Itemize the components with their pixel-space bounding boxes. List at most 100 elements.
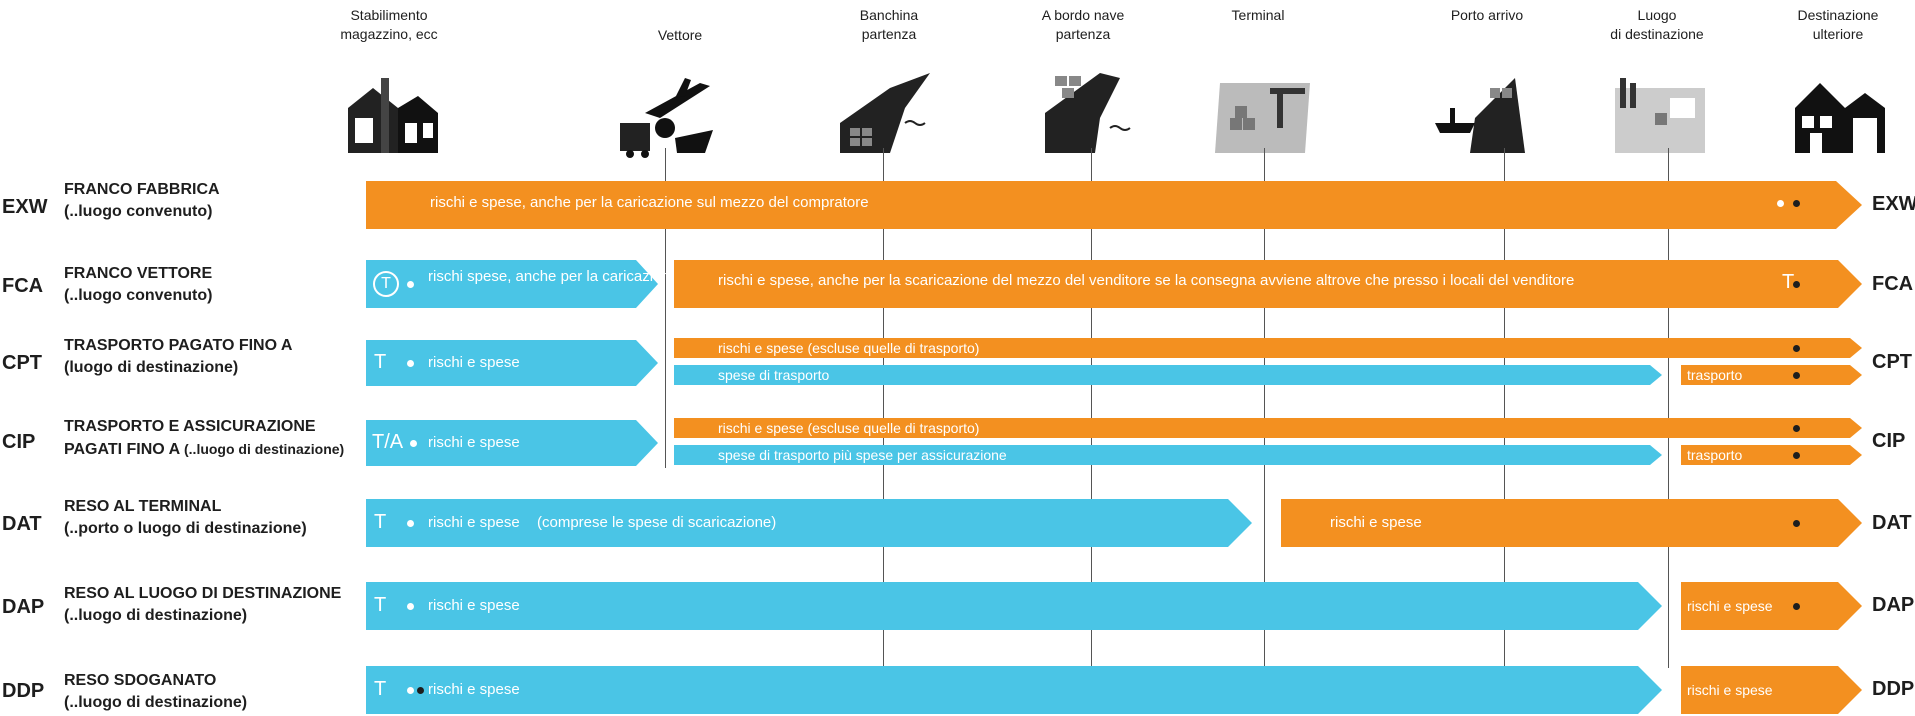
risk-dot xyxy=(1793,452,1800,459)
bar-text: rischi e spese xyxy=(428,354,520,371)
bar-text: rischi e spese xyxy=(428,597,520,614)
bar-text: rischi e spese xyxy=(1330,514,1422,531)
carrier-icon xyxy=(620,78,713,158)
column-header-factory: Stabilimento magazzino, ecc xyxy=(340,7,438,42)
divider-terminal xyxy=(1264,148,1265,668)
row-code-right: DAT xyxy=(1872,512,1912,534)
column-header-carrier: Vettore xyxy=(657,27,703,43)
bar-buyer xyxy=(366,582,1662,630)
bar-text-extra: (comprese le spese di scaricazione) xyxy=(537,514,777,531)
bar-text: trasporto xyxy=(1687,447,1743,463)
bar-buyer-transport xyxy=(674,365,1662,385)
transport-mark: T xyxy=(374,678,387,700)
bar-buyer xyxy=(366,340,658,386)
bar-buyer xyxy=(366,666,1662,714)
column-header-further-destination: Destinazione ulteriore xyxy=(1797,7,1879,42)
destination-place-icon xyxy=(1615,78,1705,153)
bar-seller xyxy=(1681,666,1862,714)
divider-carrier xyxy=(665,148,666,468)
bar-buyer xyxy=(366,260,658,308)
column-header-on-board: A bordo nave partenza xyxy=(1041,7,1125,42)
bar-seller xyxy=(674,338,1862,358)
bar-text: rischi e spese, anche per la scaricazion… xyxy=(718,272,1575,289)
column-header-terminal: Terminal xyxy=(1231,7,1285,23)
bar-buyer xyxy=(366,420,658,466)
transport-mark: T xyxy=(1782,271,1795,293)
risk-dot xyxy=(1793,520,1800,527)
row-code-right: CIP xyxy=(1872,430,1906,452)
transfer-dot xyxy=(410,440,417,447)
row-code-right: FCA xyxy=(1872,273,1914,295)
transfer-dot xyxy=(407,687,414,694)
transfer-dot xyxy=(407,603,414,610)
bar-text: rischi e spese xyxy=(428,434,520,451)
row-title: FRANCO FABBRICA(..luogo convenuto) xyxy=(64,181,220,220)
bar-seller-transport xyxy=(1681,365,1862,385)
row-code-left: CIP xyxy=(2,431,36,453)
on-board-ship-icon xyxy=(1045,73,1131,153)
transfer-dot xyxy=(407,281,414,288)
row-title: RESO AL TERMINAL(..porto o luogo di dest… xyxy=(64,498,307,537)
bar-text: rischi e spese xyxy=(428,681,520,698)
bar-text: rischi e spese xyxy=(1687,682,1773,698)
risk-dot xyxy=(1793,345,1800,352)
bar-seller-transport xyxy=(1681,445,1862,465)
bar-seller xyxy=(674,418,1862,438)
bar-text: rischi e spese (escluse quelle di traspo… xyxy=(718,340,980,356)
row-code-right: DAP xyxy=(1872,594,1915,616)
bar-text: rischi e spese xyxy=(1687,598,1773,614)
column-header-arrival-port: Porto arrivo xyxy=(1450,7,1524,23)
transfer-dot xyxy=(407,360,414,367)
divider-arrival-port xyxy=(1504,148,1505,668)
bar-text: spese di trasporto più spese per assicur… xyxy=(718,447,1007,463)
transport-insurance-mark: T/A xyxy=(372,431,404,453)
transfer-dot xyxy=(1777,200,1784,207)
row-code-right: EXW xyxy=(1872,193,1915,215)
bar-seller xyxy=(1281,499,1862,547)
risk-dot xyxy=(1793,603,1800,610)
transport-mark: T xyxy=(374,594,387,616)
row-code-right: CPT xyxy=(1872,351,1912,373)
column-header-destination: Luogo di destinazione xyxy=(1610,7,1704,42)
bar-seller xyxy=(366,181,1862,229)
bar-text: rischi e spese (escluse quelle di traspo… xyxy=(718,420,980,436)
row-code-left: DAT xyxy=(2,513,42,535)
row-title: RESO SDOGANATO(..luogo di destinazione) xyxy=(64,672,248,711)
transport-mark: T xyxy=(374,511,387,533)
bar-text: rischi e spese xyxy=(428,514,520,531)
column-header-departure-quay: Banchina partenza xyxy=(859,7,919,42)
bar-buyer xyxy=(366,499,1252,547)
divider-quay xyxy=(883,148,884,668)
transfer-dot xyxy=(407,520,414,527)
divider-on-board xyxy=(1091,148,1092,668)
row-code-left: CPT xyxy=(2,352,42,374)
risk-dot xyxy=(1793,425,1800,432)
divider-destination xyxy=(1668,148,1669,668)
risk-dot xyxy=(1793,281,1800,288)
row-code-left: DAP xyxy=(2,596,45,618)
row-code-left: DDP xyxy=(2,680,45,702)
risk-dot xyxy=(1793,372,1800,379)
row-title: FRANCO VETTORE(..luogo convenuto) xyxy=(64,265,213,304)
row-title: TRASPORTO PAGATO FINO A(luogo di destina… xyxy=(64,337,293,376)
terminal-icon xyxy=(1215,83,1310,153)
bar-text: spese di trasporto xyxy=(718,367,830,383)
transport-mark: T xyxy=(373,271,399,297)
risk-dot xyxy=(1793,200,1800,207)
departure-quay-icon xyxy=(840,73,930,153)
bar-buyer-transport xyxy=(674,445,1662,465)
risk-dot xyxy=(417,687,424,694)
bar-text: rischi e spese, anche per la caricazione… xyxy=(430,194,869,211)
row-title: RESO AL LUOGO DI DESTINAZIONE(..luogo di… xyxy=(64,585,342,624)
row-code-right: DDP xyxy=(1872,678,1915,700)
final-destination-house-icon xyxy=(1795,83,1885,153)
factory-icon xyxy=(348,78,438,153)
bar-seller xyxy=(674,260,1862,308)
bar-text: trasporto xyxy=(1687,367,1743,383)
arrival-port-icon xyxy=(1435,78,1525,153)
row-code-left: EXW xyxy=(2,196,48,218)
transport-mark: T xyxy=(374,351,387,373)
bar-seller xyxy=(1681,582,1862,630)
